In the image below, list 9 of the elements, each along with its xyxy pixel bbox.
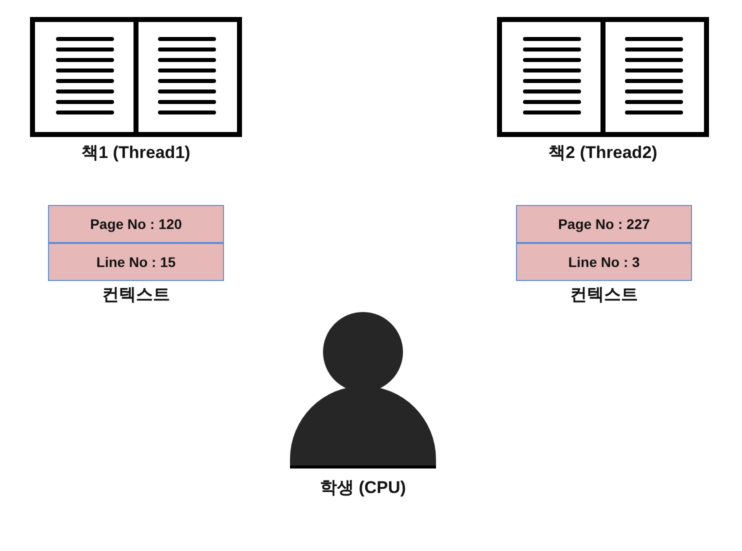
context-cell: Line No : 3 — [516, 243, 692, 281]
book-caption: 책2 (Thread2) — [548, 142, 658, 163]
person-caption: 학생 (CPU) — [319, 477, 407, 498]
context-caption: 컨텍스트 — [101, 284, 171, 305]
context-cell: Page No : 120 — [48, 205, 224, 243]
context-cell: Page No : 227 — [516, 205, 692, 243]
book-caption: 책1 (Thread1) — [80, 142, 192, 163]
context-caption: 컨텍스트 — [569, 284, 639, 305]
context-cell: Line No : 15 — [48, 243, 224, 281]
